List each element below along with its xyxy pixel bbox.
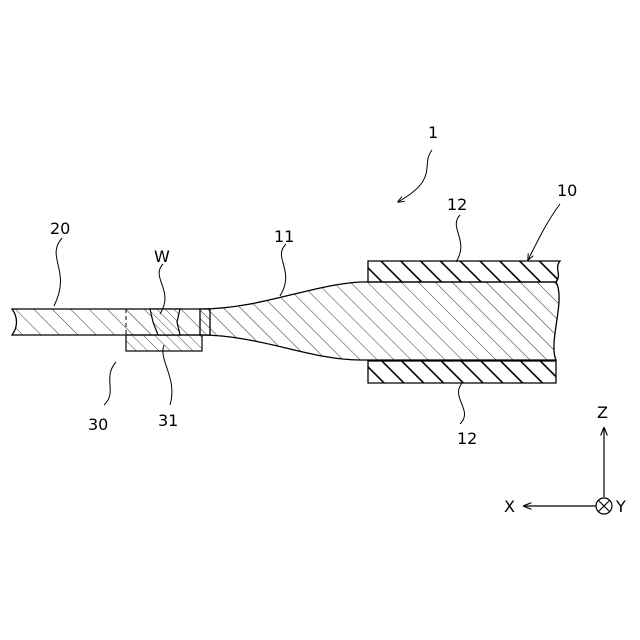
- label-terminal: 20: [50, 219, 70, 238]
- label-conductor-wire: 10: [557, 181, 577, 200]
- leader-10: [528, 204, 560, 260]
- terminal-plate: [12, 309, 210, 335]
- label-insulation-top: 12: [447, 195, 467, 214]
- label-core: 11: [274, 227, 294, 246]
- holder-part: [126, 335, 202, 351]
- insulation-top: [368, 261, 560, 282]
- conductor-core: [200, 282, 559, 360]
- axis-label-z: Z: [597, 403, 608, 422]
- leader-12-bottom: [459, 383, 465, 424]
- axis-label-y: Y: [615, 497, 626, 516]
- leader-11: [280, 244, 286, 296]
- label-holder-part: 31: [158, 411, 178, 430]
- leader-12-top: [456, 215, 461, 262]
- label-weld: W: [154, 247, 170, 266]
- leader-20: [54, 238, 62, 306]
- leader-w: [159, 264, 165, 314]
- leader-31: [163, 345, 172, 405]
- label-holder: 30: [88, 415, 108, 434]
- insulation-bottom: [368, 361, 556, 383]
- axis-label-x: X: [504, 497, 515, 516]
- label-assembly: 1: [428, 123, 438, 142]
- leader-1: [398, 150, 432, 202]
- leader-30: [104, 362, 116, 405]
- label-insulation-bottom: 12: [457, 429, 477, 448]
